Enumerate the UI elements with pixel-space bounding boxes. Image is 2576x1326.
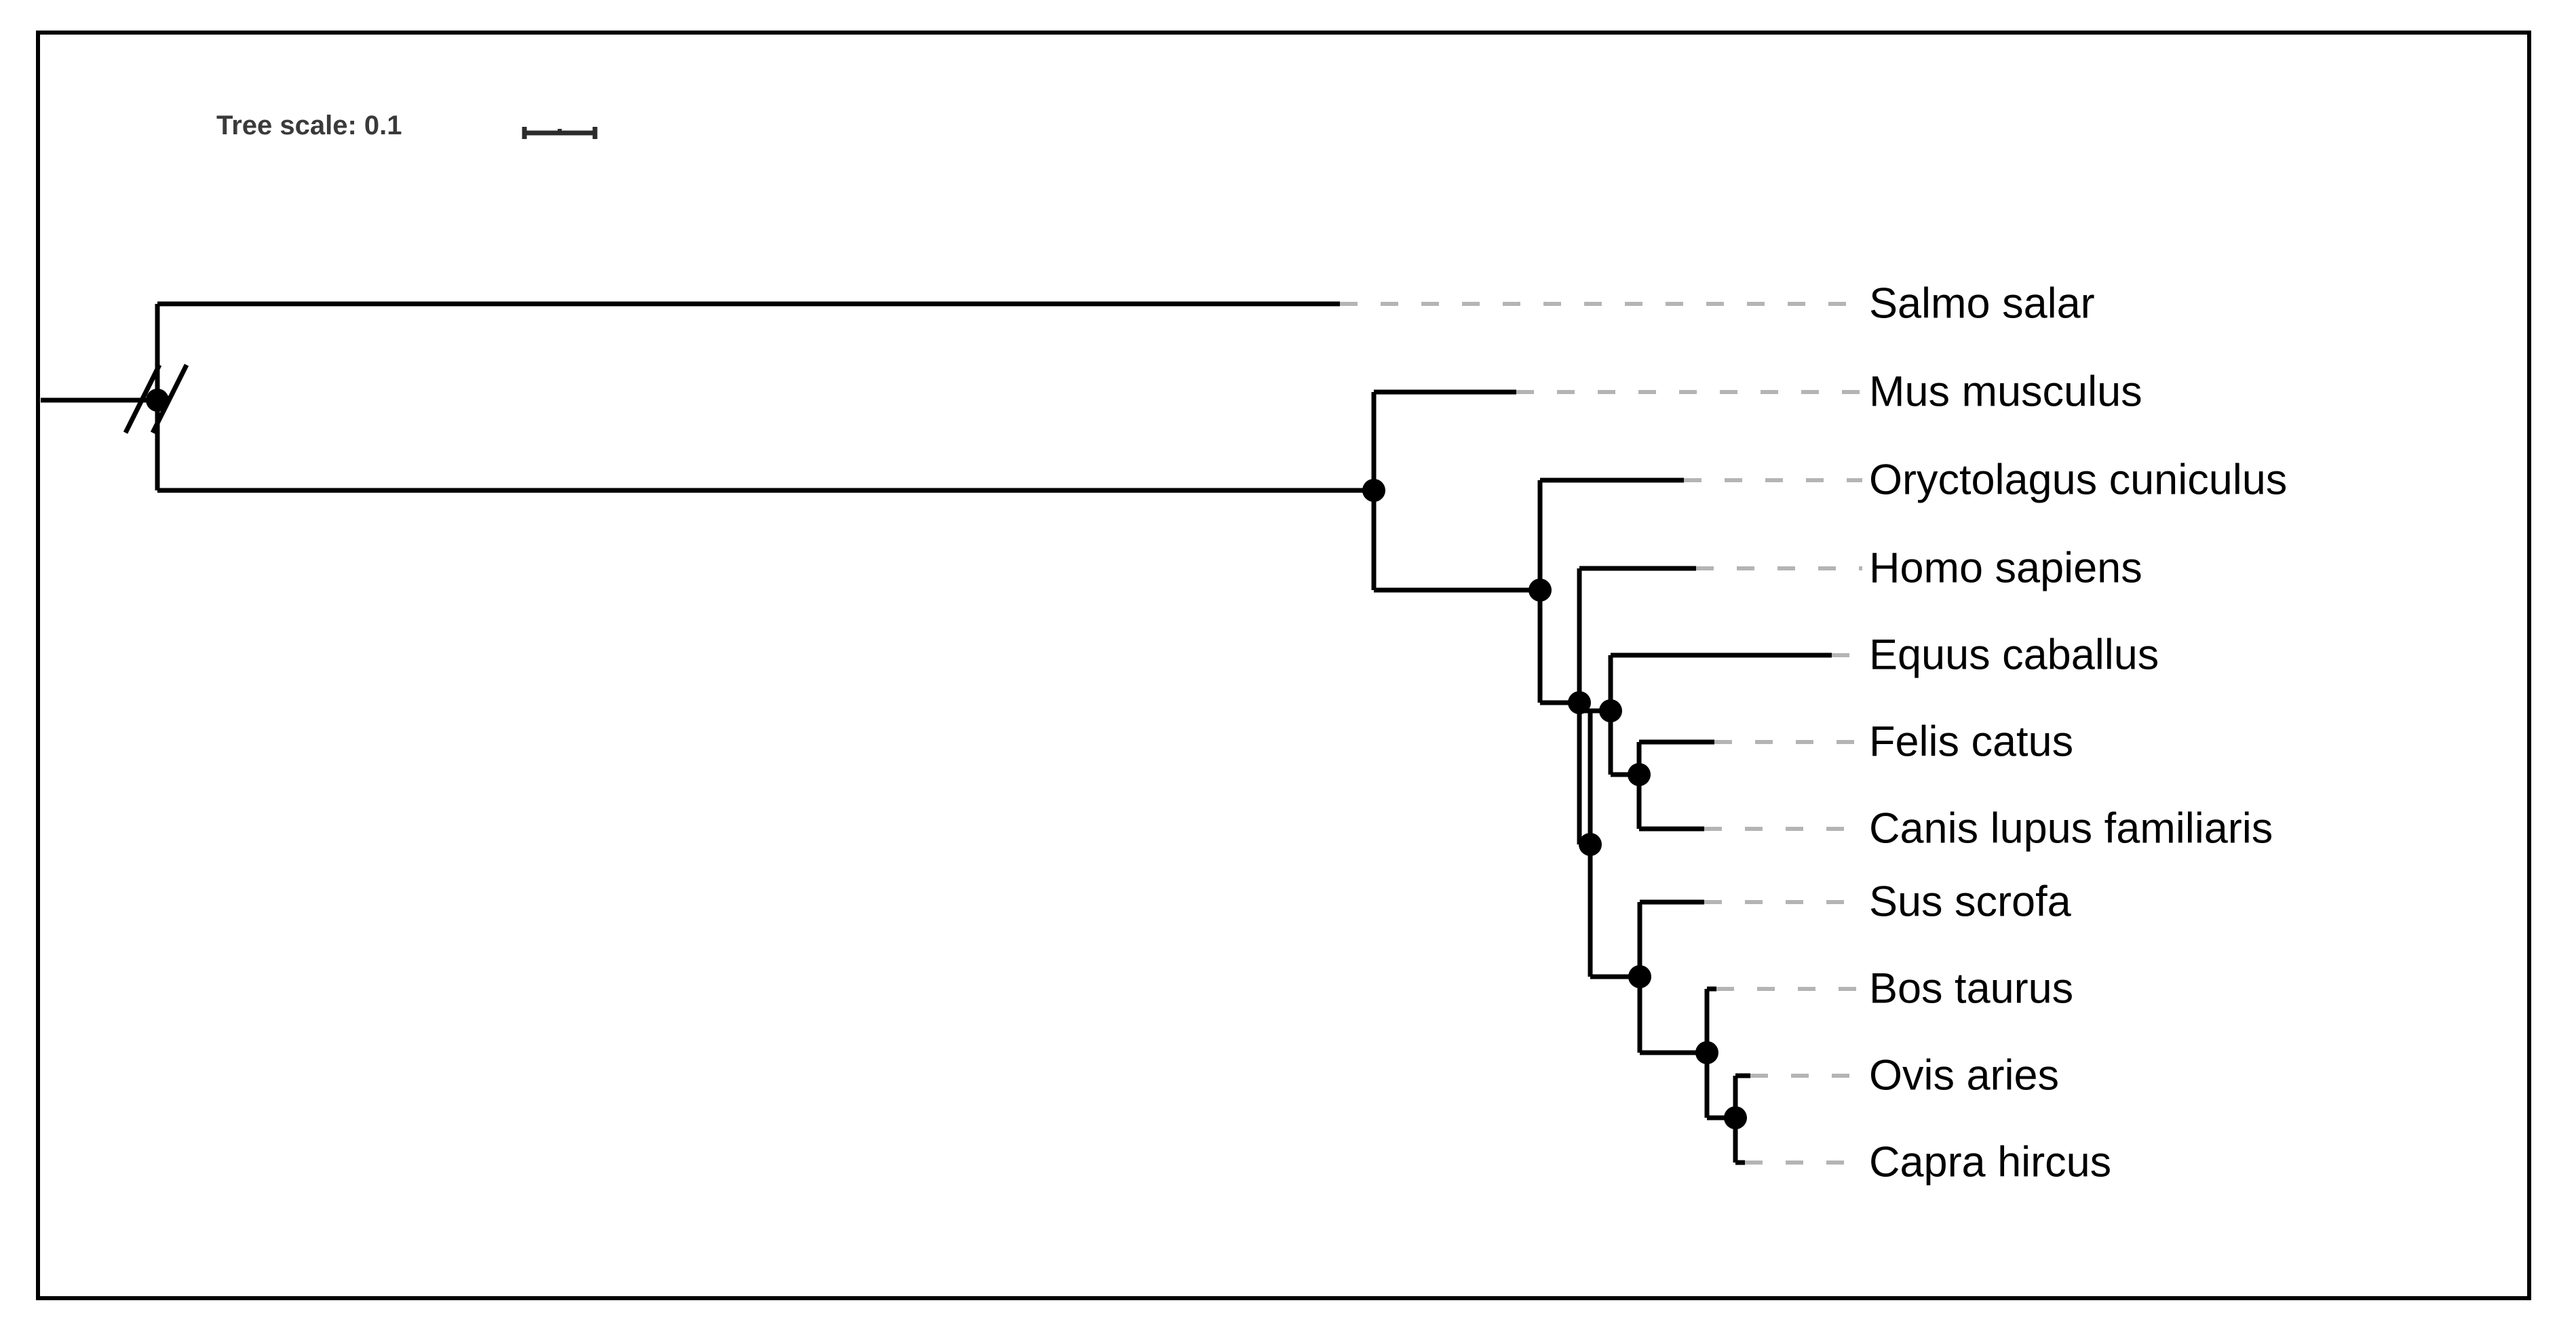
branch-layer (41, 301, 1832, 1165)
leaf-label-bos[interactable]: Bos taurus (1869, 964, 2074, 1013)
node-dot-bovidae[interactable] (1695, 1041, 1718, 1064)
dashed-connector-layer (1340, 302, 1862, 1165)
tree-scale-label: Tree scale: 0.1 (216, 111, 402, 140)
node-dot-caprinae[interactable] (1724, 1106, 1747, 1129)
leaf-label-sus[interactable]: Sus scrofa (1869, 878, 2071, 926)
leaf-label-capra[interactable]: Capra hircus (1869, 1138, 2112, 1186)
node-dot-artiodactyla[interactable] (1628, 965, 1651, 988)
node-dot-euarch-laurasia[interactable] (1568, 691, 1591, 714)
node-dot-mammalia[interactable] (1362, 479, 1385, 502)
node-dot-laurasiatheria-a[interactable] (1599, 699, 1622, 722)
leaf-label-canis[interactable]: Canis lupus familiaris (1869, 804, 2273, 853)
node-dot-carnivora[interactable] (1628, 763, 1651, 786)
node-dot-root[interactable] (146, 389, 169, 412)
node-dot-laurasiatheria-b[interactable] (1579, 833, 1602, 856)
scale-ruler-icon (522, 127, 598, 139)
leaf-label-equus[interactable]: Equus caballus (1869, 631, 2159, 679)
leaf-label-oryctolagus[interactable]: Oryctolagus cuniculus (1869, 456, 2288, 504)
leaf-label-salmo[interactable]: Salmo salar (1869, 279, 2095, 328)
node-dot-boreoeutheria[interactable] (1529, 579, 1552, 602)
root-break-marker (123, 364, 189, 434)
leaf-label-ovis[interactable]: Ovis aries (1869, 1051, 2060, 1099)
leaf-label-felis[interactable]: Felis catus (1869, 718, 2074, 766)
node-dot-layer (146, 389, 1747, 1129)
leaf-label-homo[interactable]: Homo sapiens (1869, 544, 2142, 592)
figure-border (36, 31, 2531, 1300)
leaf-label-mus[interactable]: Mus musculus (1869, 368, 2142, 416)
